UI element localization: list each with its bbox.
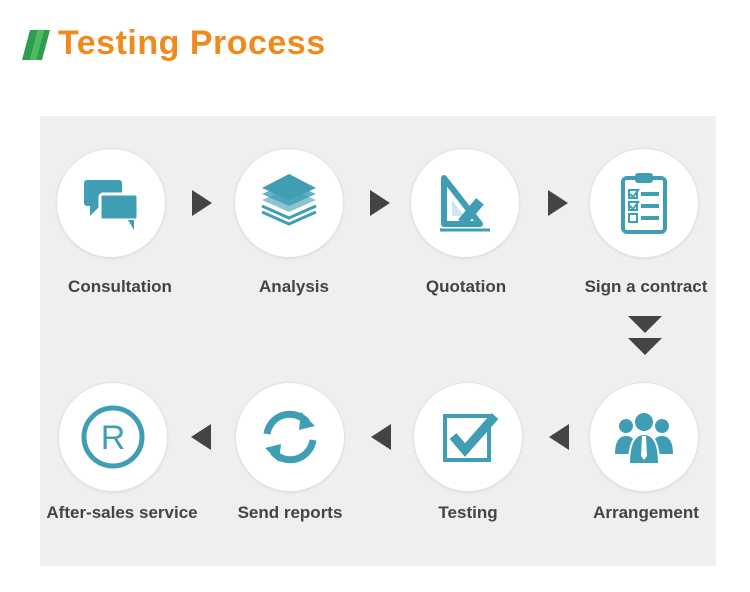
arrow-down-icon [628,338,662,355]
layers-icon [261,174,317,226]
arrow-right-icon [370,190,390,216]
arrangement-circle [590,383,698,491]
analysis-circle [235,149,343,257]
arrow-right-icon [548,190,568,216]
team-people-icon [615,411,673,465]
page-header: Testing Process [16,24,326,63]
sign-contract-circle [590,149,698,257]
clipboard-checklist-icon [621,173,667,234]
refresh-icon [263,410,317,464]
page-title: Testing Process [58,24,326,62]
step-label-analysis: Analysis [259,277,329,296]
arrow-down-icon [628,316,662,333]
step-label-testing: Testing [438,503,498,522]
testing-circle [414,383,522,491]
svg-text:R: R [101,419,126,457]
arrow-right-icon [192,190,212,216]
step-label-arrangement: Arrangement [593,503,699,522]
registered-mark-icon: R [81,405,145,469]
checkbox-icon [443,413,499,462]
step-label-quotation: Quotation [425,277,507,296]
slashes-icon [22,29,50,60]
quotation-circle [411,149,519,257]
chat-bubbles-icon [84,180,140,230]
arrow-left-icon [549,424,569,450]
send-reports-circle [236,383,344,491]
step-label-sign-contract: Sign a contract [584,277,708,296]
arrow-left-icon [371,424,391,450]
step-label-consultation: Consultation [68,277,172,296]
step-label-send-reports: Send reports [237,503,343,522]
step-label-after-sales: After-sales service [46,503,198,522]
arrow-left-icon [191,424,211,450]
ruler-pencil-icon [440,175,490,232]
consultation-circle [57,149,165,257]
after-sales-circle: R [59,383,167,491]
